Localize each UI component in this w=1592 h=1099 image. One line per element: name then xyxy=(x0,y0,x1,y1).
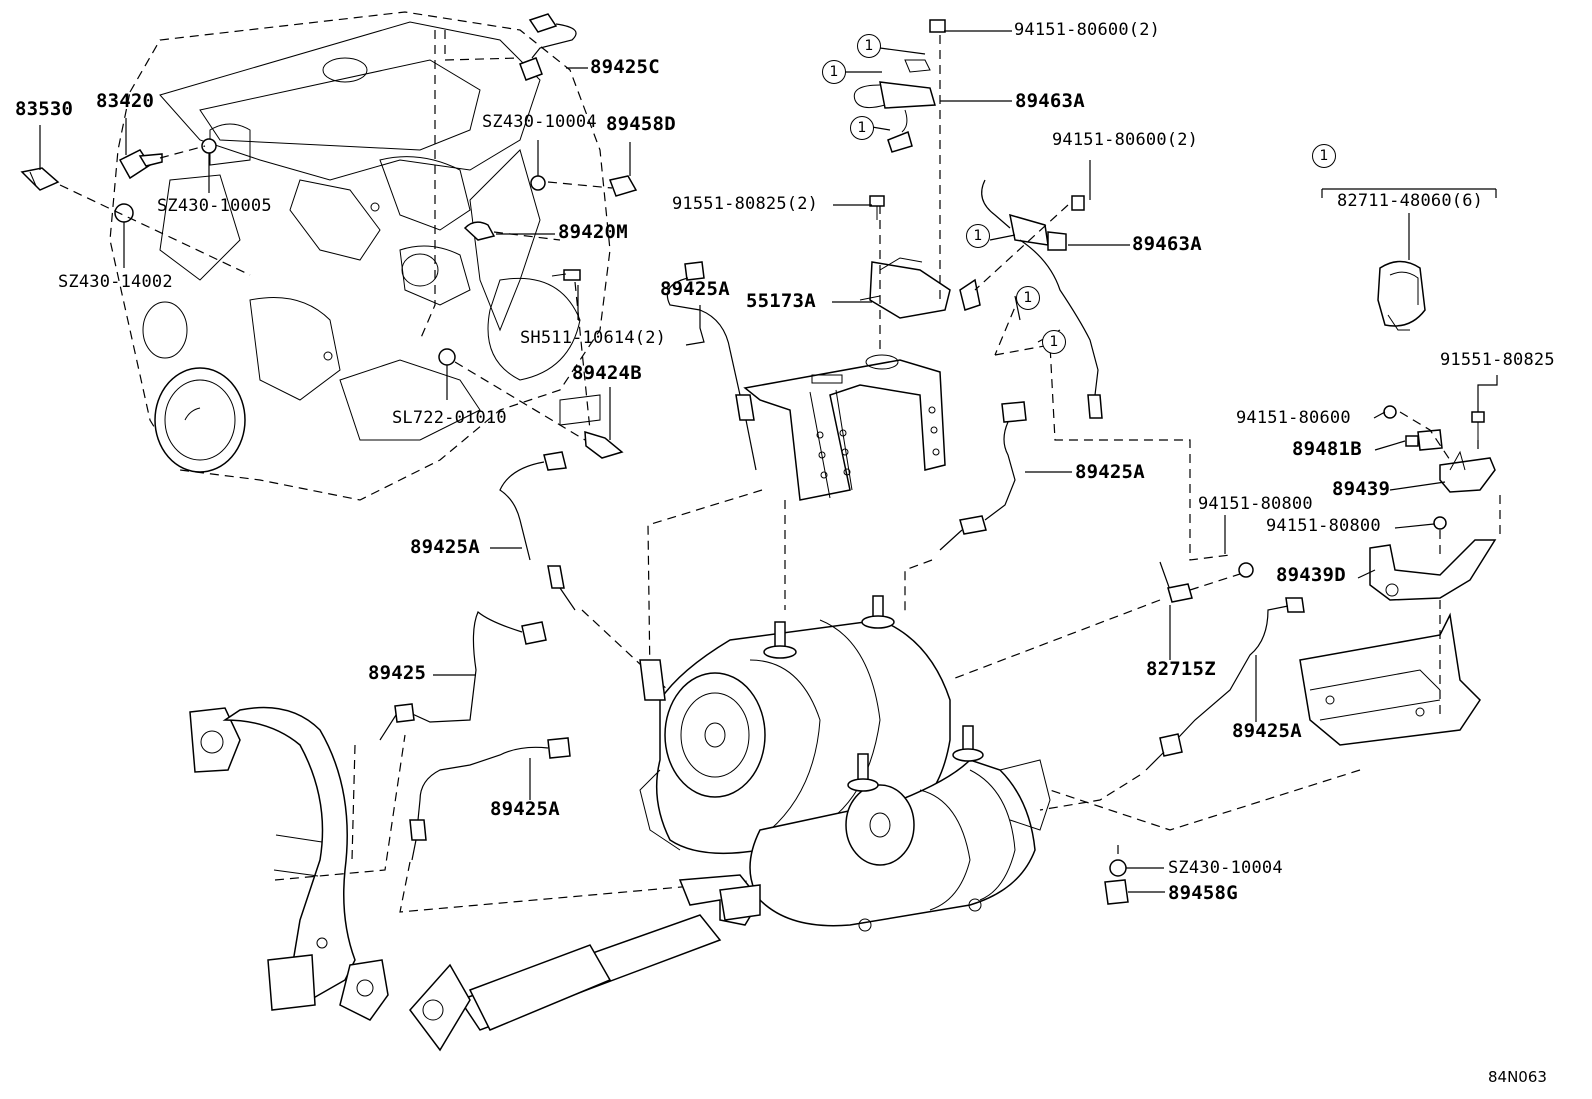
label-82711-48060: 82711-48060(6) xyxy=(1337,191,1484,211)
callout-circle: 1 xyxy=(850,116,874,140)
label-89425a-right-lower: 89425A xyxy=(1232,720,1302,742)
label-89424b: 89424B xyxy=(572,362,642,384)
label-55173a: 55173A xyxy=(746,290,816,312)
label-89425c: 89425C xyxy=(590,56,660,78)
label-89439d: 89439D xyxy=(1276,564,1346,586)
label-89425a-center: 89425A xyxy=(660,278,730,300)
bracket-small-top xyxy=(859,257,951,319)
callout-circle: 1 xyxy=(857,34,881,58)
label-94151-80600: 94151-80600 xyxy=(1236,408,1351,428)
label-83530: 83530 xyxy=(15,98,74,120)
label-89425a-right-mid: 89425A xyxy=(1075,461,1145,483)
callout-circle: 1 xyxy=(1312,144,1336,168)
gasket-sz430-10004-bottom xyxy=(1109,859,1127,877)
callout-circle: 1 xyxy=(822,60,846,84)
converter-assembly xyxy=(639,595,1051,932)
front-pipe xyxy=(189,706,389,1021)
sensor-89425a-right-mid xyxy=(939,401,1027,551)
label-89463a-top: 89463A xyxy=(1015,90,1085,112)
label-91551-80825-2: 91551-80825(2) xyxy=(672,194,819,214)
sensor-89425 xyxy=(379,611,547,741)
label-sz430-14002: SZ430-14002 xyxy=(58,272,173,292)
sensor-89420m xyxy=(463,221,496,241)
label-89439: 89439 xyxy=(1332,478,1391,500)
label-89425a-left: 89425A xyxy=(410,536,480,558)
label-89463a-mid: 89463A xyxy=(1132,233,1202,255)
label-89420m: 89420M xyxy=(558,221,628,243)
label-sz430-10005: SZ430-10005 xyxy=(157,196,272,216)
label-89458d: 89458D xyxy=(606,113,676,135)
label-82715z: 82715Z xyxy=(1146,658,1216,680)
label-94151-80800-b: 94151-80800 xyxy=(1266,516,1381,536)
label-94151-80600-top: 94151-80600(2) xyxy=(1014,20,1161,40)
label-83420: 83420 xyxy=(96,90,155,112)
sensor-89463a-mid xyxy=(959,179,1103,419)
bolt-sh511 xyxy=(551,269,581,281)
callout-circle: 1 xyxy=(1042,330,1066,354)
engine-block xyxy=(109,11,611,501)
clip-82711 xyxy=(1377,260,1426,331)
heat-insulator xyxy=(1299,612,1481,746)
label-89458g: 89458G xyxy=(1168,882,1238,904)
label-sh511-10614: SH511-10614(2) xyxy=(520,328,667,348)
sensor-89425a-lower xyxy=(409,737,571,861)
nut-94151-80600-right xyxy=(1383,405,1397,419)
bracket-89439 xyxy=(1439,450,1496,493)
leader-lines xyxy=(39,30,1498,893)
label-94151-80800-a: 94151-80800 xyxy=(1198,494,1313,514)
callout-circle: 1 xyxy=(966,224,990,248)
sensor-89458g xyxy=(1104,879,1129,905)
label-89481b: 89481B xyxy=(1292,438,1362,460)
sensor-83530 xyxy=(20,167,60,191)
gasket-sz430-10004 xyxy=(530,175,546,191)
sensor-89425a-right-lower xyxy=(1145,597,1305,771)
diagram-reference-code: 84N063 xyxy=(1488,1068,1547,1086)
nut-94151-80800-b xyxy=(1433,516,1447,530)
bracket-89439d xyxy=(1369,539,1497,601)
label-89425a-lower: 89425A xyxy=(490,798,560,820)
label-sz430-10004-bottom: SZ430-10004 xyxy=(1168,858,1283,878)
sensor-89463a-top xyxy=(853,19,946,153)
gasket-sl722 xyxy=(438,348,456,366)
sensor-89425a-left xyxy=(499,451,576,611)
bolt-91551-80825 xyxy=(1471,411,1485,440)
label-sl722-01010: SL722-01010 xyxy=(392,408,507,428)
bolt-91551 xyxy=(869,195,885,220)
sensor-89458d xyxy=(608,175,638,197)
sensor-83420 xyxy=(118,149,163,180)
clamp-82715z xyxy=(1159,561,1254,603)
sensor-89425c xyxy=(519,13,577,81)
gasket-sz430-14002 xyxy=(114,203,134,223)
sensor-89425a-center xyxy=(666,261,757,471)
callout-circle: 1 xyxy=(1016,286,1040,310)
bracket-55173a xyxy=(743,354,946,501)
sensor-89481b xyxy=(1405,429,1443,451)
label-94151-80600-mid: 94151-80600(2) xyxy=(1052,130,1199,150)
sensor-89424b xyxy=(584,430,624,459)
label-91551-80825: 91551-80825 xyxy=(1440,350,1555,370)
exhaust-pipe xyxy=(409,874,761,1052)
label-sz430-10004-top: SZ430-10004 xyxy=(482,112,597,132)
label-89425: 89425 xyxy=(368,662,427,684)
